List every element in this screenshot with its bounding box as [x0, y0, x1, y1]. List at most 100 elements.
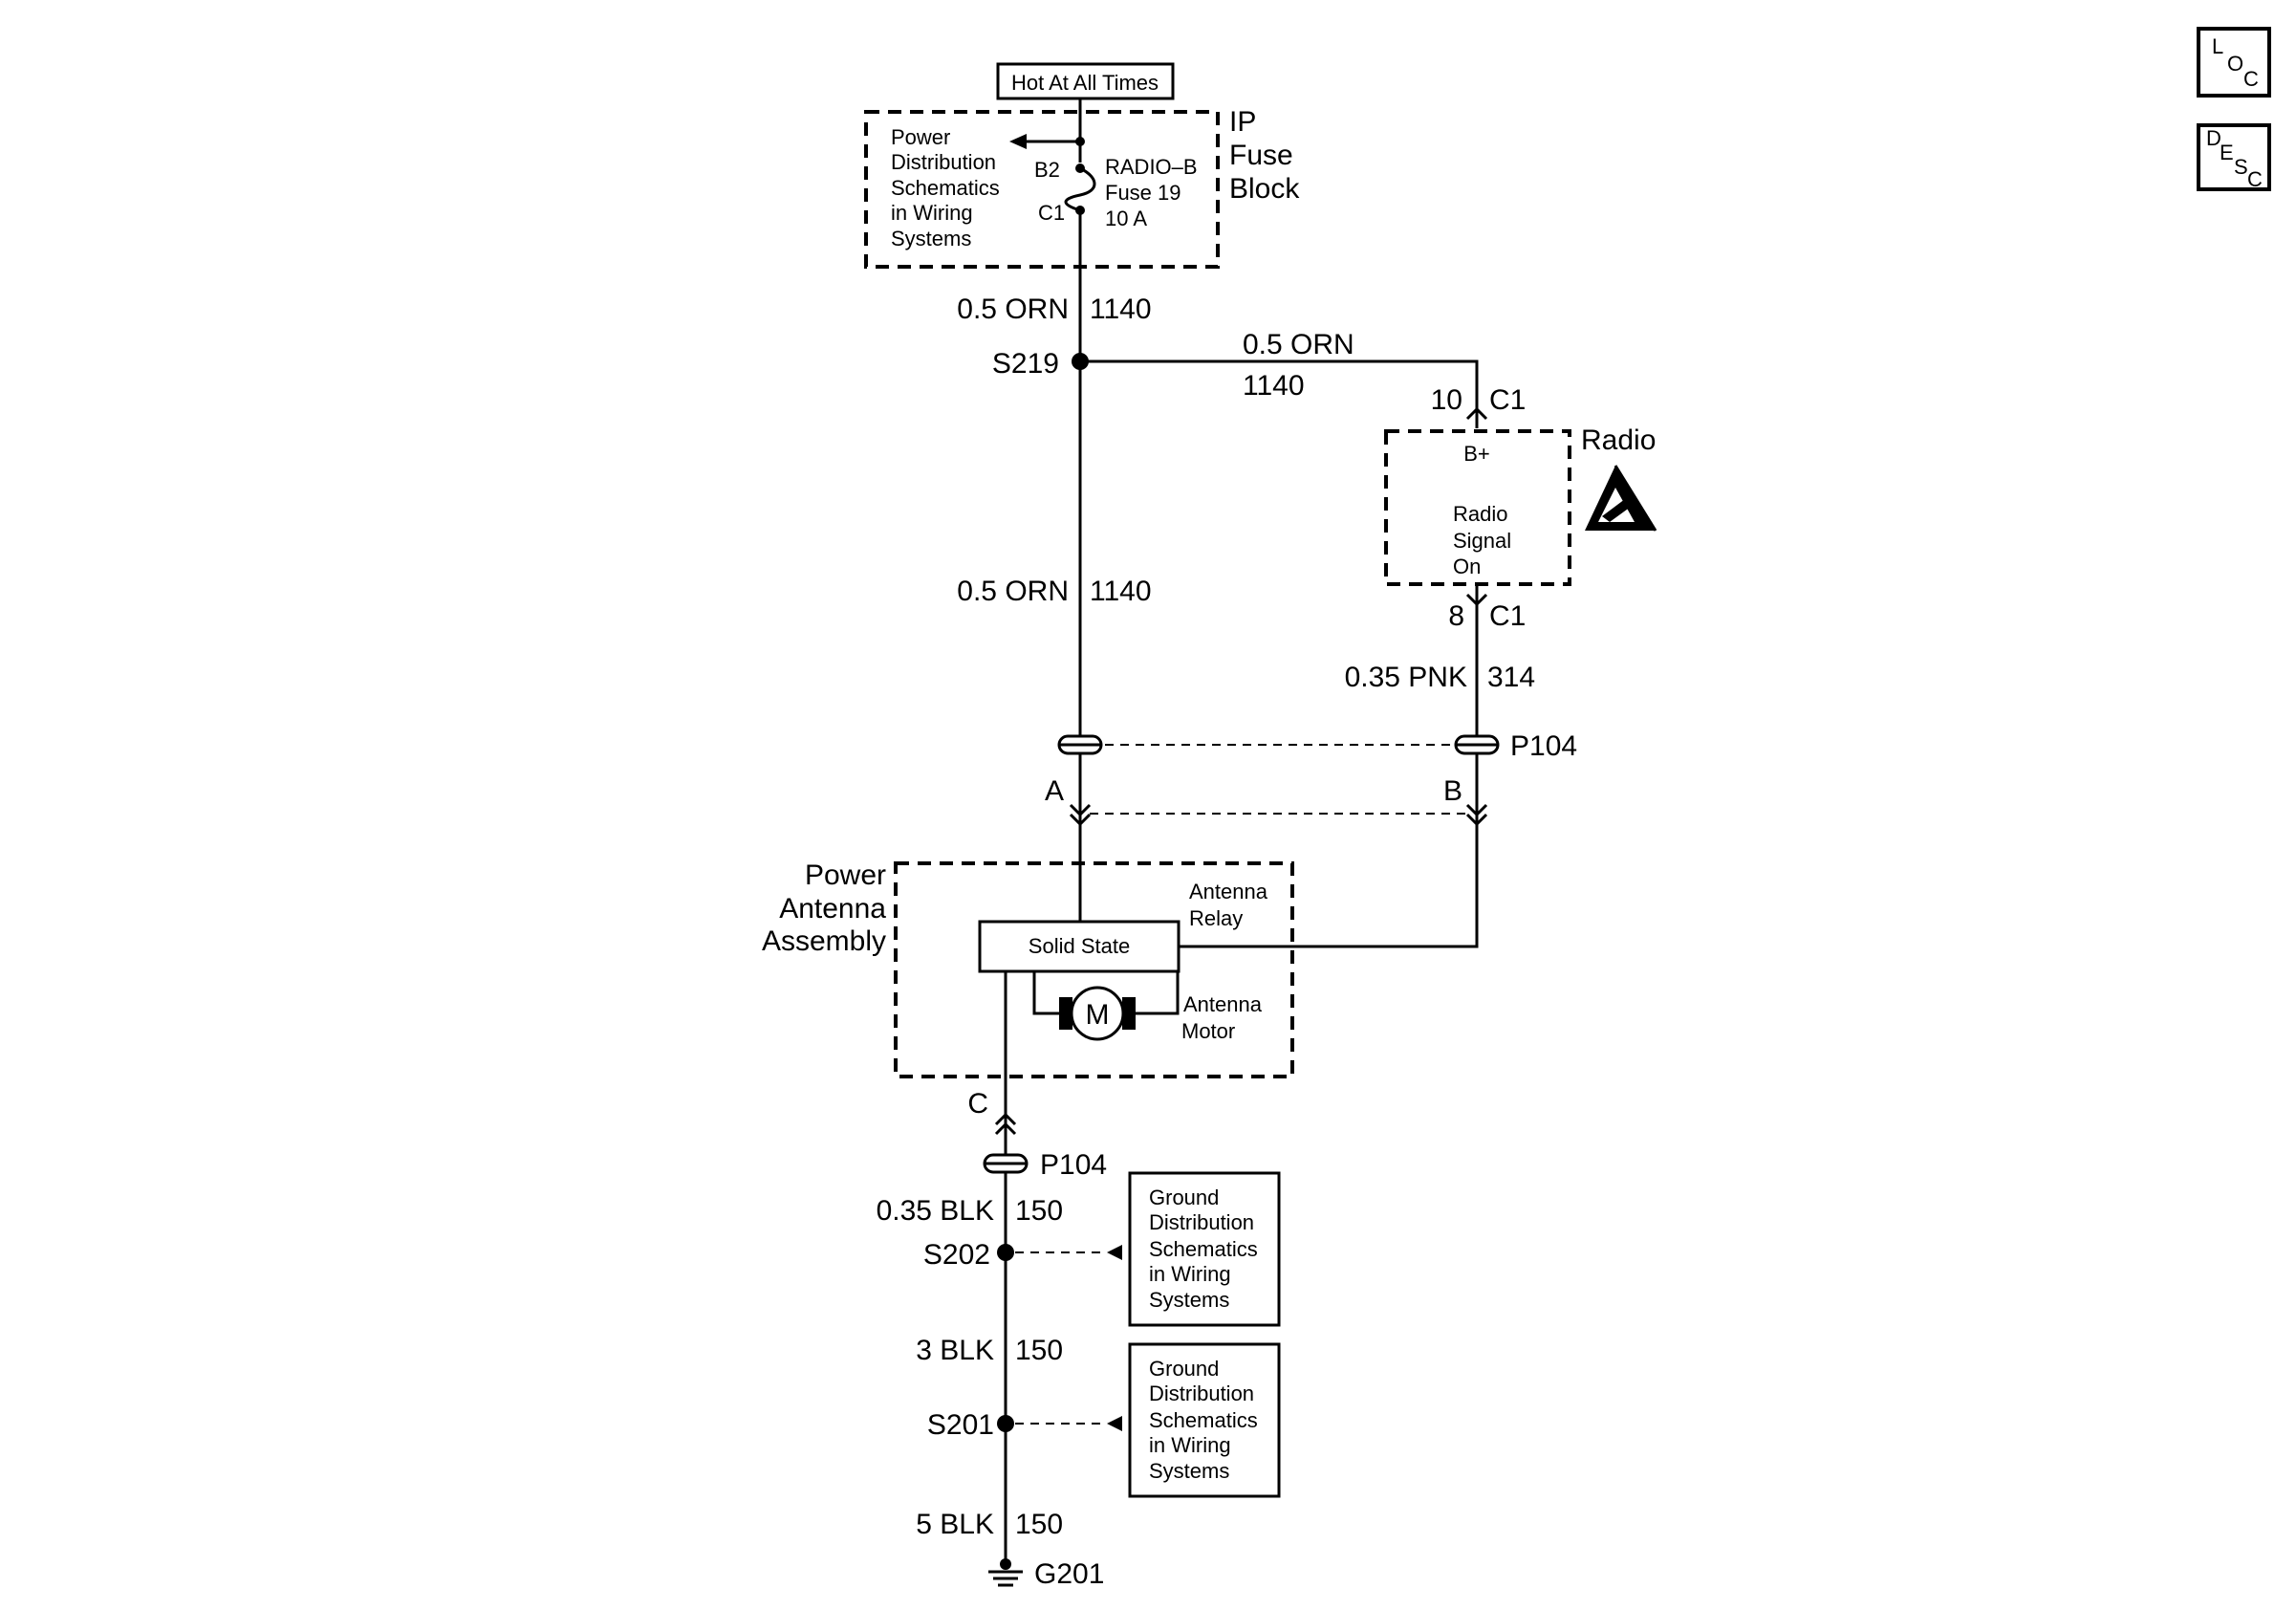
svg-text:Antenna: Antenna: [1183, 992, 1263, 1016]
svg-text:On: On: [1453, 555, 1481, 578]
svg-text:Distribution: Distribution: [1149, 1382, 1254, 1405]
wire-3-circuit: 1140: [1090, 576, 1152, 607]
splice-s201-label: S201: [927, 1409, 994, 1441]
svg-text:S: S: [2234, 155, 2248, 179]
fuse-pin-b2: B2: [1034, 158, 1060, 182]
svg-text:Antenna: Antenna: [779, 893, 886, 925]
svg-text:IP: IP: [1229, 106, 1256, 138]
fuse-pin-c1: C1: [1038, 201, 1065, 225]
splice-s201-node: [997, 1415, 1014, 1432]
ground-g201-label: G201: [1034, 1558, 1104, 1590]
desc-button[interactable]: D E S C: [2197, 123, 2271, 191]
ground-distribution-reference-2[interactable]: Ground Distribution Schematics in Wiring…: [1128, 1342, 1281, 1498]
connector-p104-c-symbol: [983, 1153, 1029, 1174]
radio-pin-10: 10: [1431, 384, 1462, 416]
wire-2-size: 0.5 ORN: [1243, 329, 1354, 360]
svg-text:Schematics: Schematics: [1149, 1237, 1258, 1261]
svg-text:Antenna: Antenna: [1189, 880, 1268, 903]
terminal-c-chevrons: [994, 1112, 1017, 1136]
terminal-b-label: B: [1443, 775, 1462, 807]
wire-3-size: 0.5 ORN: [957, 576, 1069, 607]
power-antenna-assembly-name: Power Antenna Assembly: [762, 859, 886, 957]
svg-text:in Wiring: in Wiring: [891, 201, 973, 225]
svg-text:10 A: 10 A: [1105, 207, 1147, 230]
esd-warning-icon: [1585, 465, 1657, 532]
radio-signal-on-label: Radio Signal On: [1453, 502, 1511, 578]
connector-p104-bottom-label: P104: [1040, 1149, 1107, 1181]
svg-text:Schematics: Schematics: [1149, 1408, 1258, 1432]
s201-ground-ref-arrow: [1107, 1416, 1122, 1431]
motor-wire-right: [1136, 971, 1180, 1015]
svg-text:C: C: [2247, 167, 2263, 191]
svg-text:Distribution: Distribution: [1149, 1210, 1254, 1234]
radio-name: Radio: [1581, 424, 1656, 456]
svg-text:Motor: Motor: [1181, 1019, 1235, 1043]
svg-text:D: D: [2206, 126, 2221, 150]
power-source-label: Hot At All Times: [996, 62, 1175, 100]
svg-text:Ground: Ground: [1149, 1186, 1219, 1209]
radio-bplus-label: B+: [1463, 442, 1490, 466]
svg-text:Fuse 19: Fuse 19: [1105, 181, 1181, 205]
svg-text:Systems: Systems: [1149, 1459, 1229, 1483]
fuse-feed-node: [1075, 137, 1085, 146]
svg-text:Block: Block: [1229, 173, 1300, 205]
svg-text:Assembly: Assembly: [762, 925, 886, 957]
connector-p104-b-symbol: [1454, 734, 1500, 755]
wire-5-size: 0.35 BLK: [877, 1195, 994, 1227]
solid-state-relay[interactable]: [978, 920, 1180, 973]
wire-2-circuit: 1140: [1243, 370, 1305, 402]
fuse-block-outline: [864, 110, 1220, 269]
svg-text:Signal: Signal: [1453, 529, 1511, 553]
svg-text:Power: Power: [891, 125, 950, 149]
svg-text:Fuse: Fuse: [1229, 140, 1293, 171]
splice-s202-node: [997, 1244, 1014, 1261]
svg-text:Systems: Systems: [891, 227, 971, 250]
wire-1140-radio-branch: [1080, 359, 1479, 411]
svg-text:E: E: [2220, 141, 2234, 164]
wire-4-circuit: 314: [1487, 662, 1535, 693]
connector-p104-top-label: P104: [1510, 730, 1577, 762]
svg-text:Ground: Ground: [1149, 1357, 1219, 1381]
svg-text:in Wiring: in Wiring: [1149, 1433, 1231, 1457]
power-distribution-reference[interactable]: Power Distribution Schematics in Wiring …: [891, 125, 1000, 250]
wire-1-size: 0.5 ORN: [957, 294, 1069, 325]
solid-state-label: Solid State: [1029, 934, 1130, 958]
wire-6-circuit: 150: [1015, 1335, 1063, 1366]
ground-distribution-reference-1[interactable]: Ground Distribution Schematics in Wiring…: [1128, 1171, 1281, 1327]
svg-text:Relay: Relay: [1189, 906, 1243, 930]
wire-4-size: 0.35 PNK: [1345, 662, 1467, 693]
wire-6-size: 3 BLK: [916, 1335, 994, 1366]
svg-text:L: L: [2212, 34, 2223, 58]
antenna-signal-wire: [1179, 824, 1479, 948]
connector-p104-a-symbol: [1057, 734, 1103, 755]
svg-text:Schematics: Schematics: [891, 176, 1000, 200]
splice-s219-label: S219: [992, 348, 1059, 380]
motor-symbol: M: [1086, 999, 1110, 1031]
power-antenna-assembly[interactable]: [894, 861, 1294, 1078]
fuse-19-symbol: [1064, 166, 1096, 212]
svg-text:RADIO–B: RADIO–B: [1105, 155, 1198, 179]
s202-ground-ref-arrow: [1107, 1245, 1122, 1260]
svg-text:Hot At All Times: Hot At All Times: [1011, 71, 1159, 95]
svg-text:Radio: Radio: [1453, 502, 1507, 526]
terminal-a-label: A: [1045, 775, 1064, 807]
antenna-motor-label: Antenna Motor: [1181, 992, 1263, 1043]
antenna-relay-label: Antenna Relay: [1189, 880, 1268, 930]
fuse-label: RADIO–B Fuse 19 10 A: [1105, 155, 1198, 230]
radio-pin-8: 8: [1448, 600, 1464, 632]
power-distribution-arrowhead: [1009, 134, 1027, 149]
antenna-motor[interactable]: M: [1059, 986, 1136, 1041]
wire-7-size: 5 BLK: [916, 1509, 994, 1540]
wire-7-circuit: 150: [1015, 1509, 1063, 1540]
svg-text:Distribution: Distribution: [891, 150, 996, 174]
svg-text:C: C: [2243, 67, 2259, 91]
wire-1-circuit: 1140: [1090, 294, 1152, 325]
ground-icon: [988, 1558, 1023, 1587]
radio-connector-c1-top: C1: [1489, 384, 1526, 416]
radio-connector-c1-bottom: C1: [1489, 600, 1526, 632]
loc-button[interactable]: L O C: [2197, 27, 2271, 98]
svg-text:O: O: [2227, 52, 2243, 76]
svg-text:Systems: Systems: [1149, 1288, 1229, 1312]
splice-s202-label: S202: [923, 1239, 990, 1271]
